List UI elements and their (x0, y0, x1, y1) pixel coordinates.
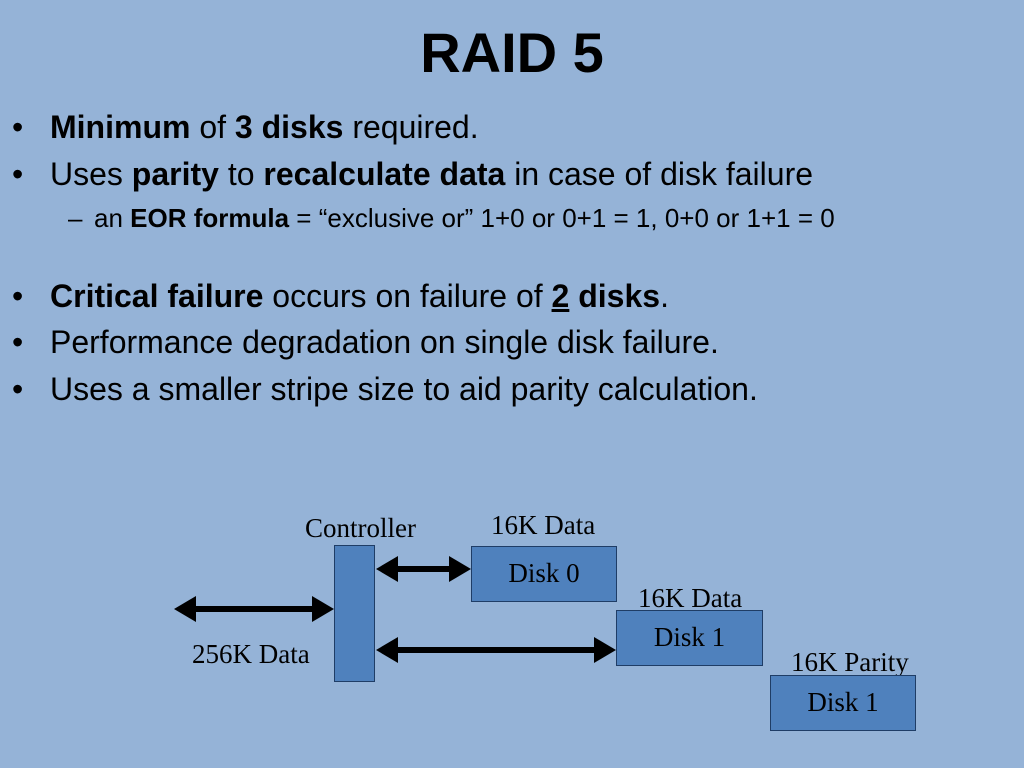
bold-text: recalculate data (263, 156, 506, 192)
disk-0-box: Disk 0 (471, 546, 617, 602)
disk-1-double-arrow (376, 637, 616, 663)
bold-text: parity (131, 156, 219, 192)
bullet-dot: • (12, 324, 24, 360)
bold-text: Critical failure (50, 278, 264, 314)
parity-disk-box: Disk 1 (770, 675, 916, 731)
bold-text: EOR formula (130, 203, 290, 233)
bullet-list: • Minimum of 3 disks required. • Uses pa… (12, 109, 835, 407)
input-double-arrow (174, 596, 334, 622)
controller-box (334, 545, 375, 682)
bold-text: disks (578, 278, 661, 314)
bullet-dot: • (12, 371, 24, 407)
disk-1-box: Disk 1 (616, 610, 763, 666)
bold-text: 3 disks (234, 109, 344, 145)
disk-0-double-arrow (376, 556, 471, 582)
bullet-dot: • (12, 109, 24, 145)
underlined-bold-text: 2 (551, 278, 570, 314)
disk-0-data-label: 16K Data (491, 510, 596, 540)
controller-label: Controller (305, 513, 416, 543)
bullet-dot: • (12, 156, 24, 192)
bold-text: Minimum (50, 109, 191, 145)
disk-1-data-label: 16K Data (638, 583, 743, 613)
sub-bullet-dash: – (68, 203, 83, 233)
bullet-dot: • (12, 278, 24, 314)
slide-title: RAID 5 (420, 21, 604, 84)
input-data-label: 256K Data (192, 639, 310, 669)
parity-disk-label: 16K Parity (791, 647, 909, 677)
